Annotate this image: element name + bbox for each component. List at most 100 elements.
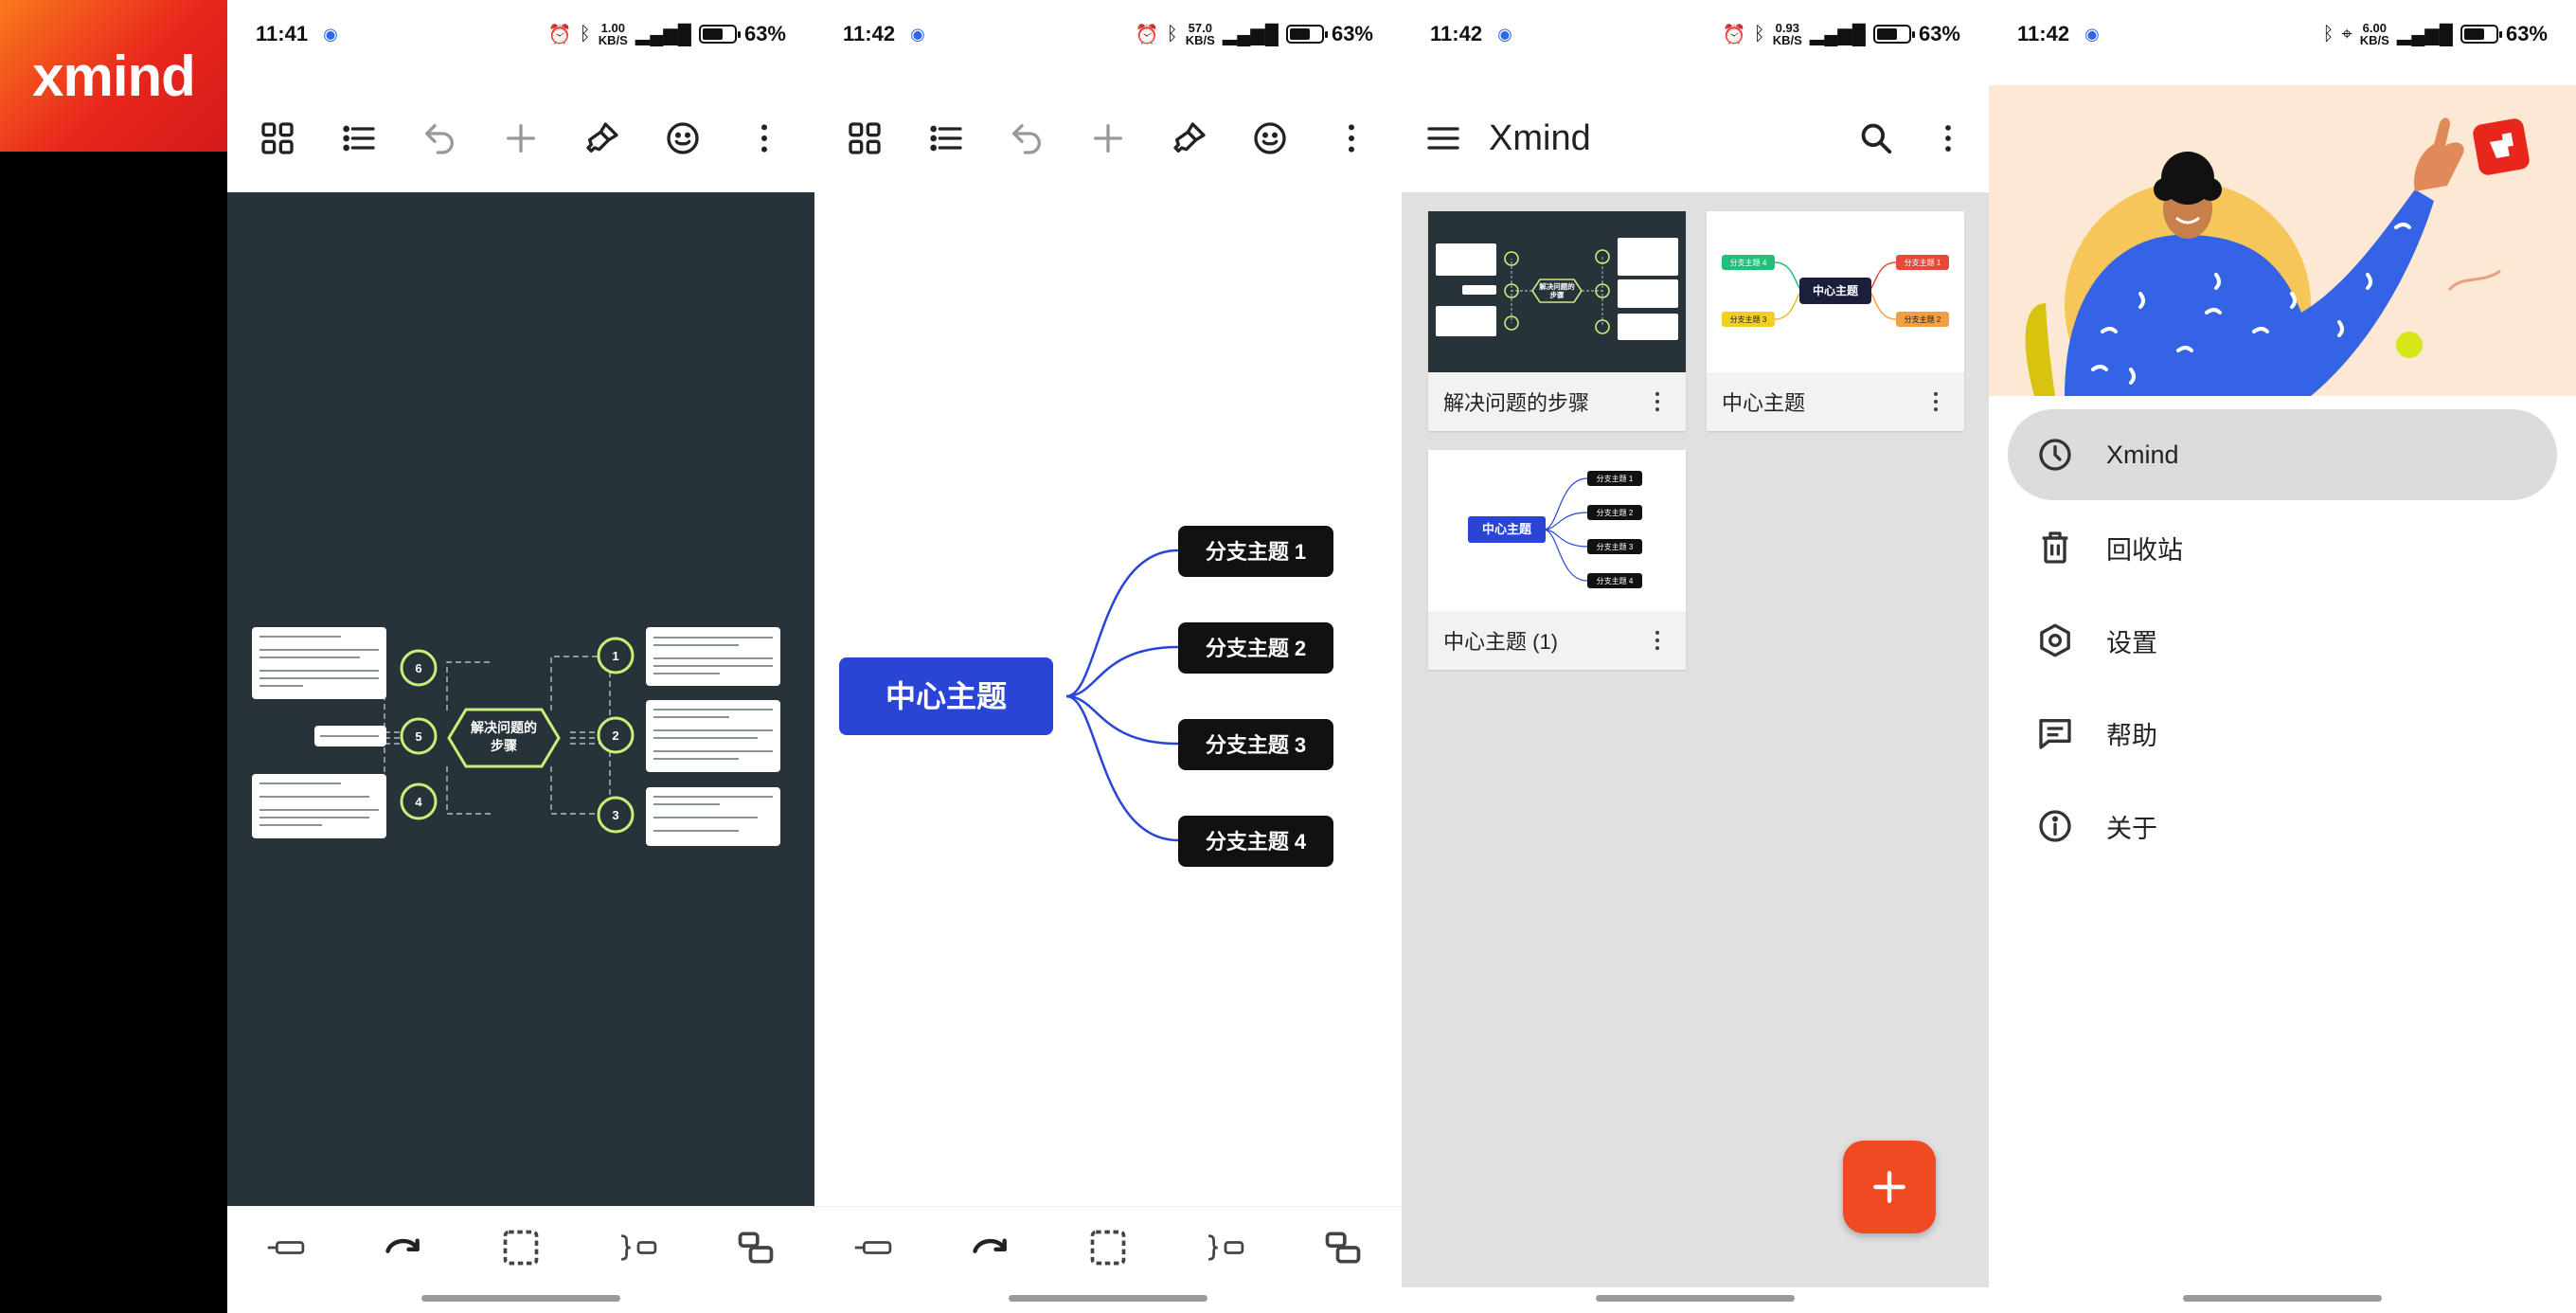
boundary-button[interactable] xyxy=(1080,1219,1136,1276)
help-icon xyxy=(2039,719,2071,749)
file-thumbnail: 解决问题的 步骤 xyxy=(1428,211,1686,372)
file-more-icon[interactable] xyxy=(1923,388,1949,415)
file-card[interactable]: 中心主题 分支主题 4 分支主题 3 分支主题 1 分支主题 2 xyxy=(1707,211,1964,431)
file-thumbnail: 中心主题 分支主题 1 分支主题 2 分支主题 3 分支主题 4 xyxy=(1428,450,1686,611)
file-more-icon[interactable] xyxy=(1644,627,1671,654)
list-icon xyxy=(929,125,962,152)
battery-icon xyxy=(698,25,741,44)
svg-text:分支主题 2: 分支主题 2 xyxy=(1597,508,1634,517)
menu-item-label: 回收站 xyxy=(2106,535,2183,565)
grid-icon xyxy=(261,122,294,154)
bluetooth-icon: ᛒ xyxy=(1753,23,1765,45)
battery-fill xyxy=(1876,28,1897,40)
file-card[interactable]: 中心主题 分支主题 1 分支主题 2 分支主题 3 分支主题 4 中心主题 (1… xyxy=(1428,450,1686,670)
home-indicator[interactable] xyxy=(1596,1295,1795,1302)
more-button[interactable] xyxy=(733,107,796,170)
status-time: 11:42 xyxy=(843,22,896,45)
step-node-1 xyxy=(597,637,635,674)
file-title: 中心主题 xyxy=(1722,391,1806,415)
summary-button[interactable] xyxy=(1197,1219,1254,1276)
sticker-button[interactable] xyxy=(1239,107,1301,170)
step-node-3 xyxy=(597,796,635,834)
more-vert-icon xyxy=(1348,124,1354,153)
boundary-button[interactable] xyxy=(492,1219,549,1276)
format-button[interactable] xyxy=(571,107,634,170)
menu-item-xmind[interactable]: Xmind xyxy=(2008,409,2557,500)
outline-view-button[interactable] xyxy=(328,107,390,170)
thumb-center-text: 解决问题的 xyxy=(1539,281,1575,291)
summary-icon xyxy=(1208,1233,1244,1261)
file-more-icon[interactable] xyxy=(1644,388,1671,415)
file-grid: 解决问题的 步骤 解决问题的步骤 xyxy=(1402,192,1989,1287)
undo-button[interactable] xyxy=(995,107,1058,170)
relationship-button[interactable] xyxy=(962,1219,1019,1276)
relationship-button[interactable] xyxy=(375,1219,432,1276)
battery-icon xyxy=(1285,25,1328,44)
branch-label-2: 分支主题 2 xyxy=(1206,637,1306,660)
mindmap-canvas[interactable]: 中心主题 分支主题 1 分支主题 2 分支主题 3 分支主题 4 xyxy=(814,192,1402,1206)
search-icon[interactable] xyxy=(1858,120,1894,156)
home-indicator[interactable] xyxy=(1009,1295,1208,1302)
more-button[interactable] xyxy=(1320,107,1383,170)
battery-icon xyxy=(2460,25,2502,44)
center-topic xyxy=(839,657,1053,735)
svg-text:分支主题 3: 分支主题 3 xyxy=(1730,315,1767,324)
menu-item-about[interactable]: 关于 xyxy=(2008,781,2557,872)
editor-toolbar xyxy=(814,91,1402,186)
clock-icon xyxy=(2039,439,2071,471)
more-vert-icon[interactable] xyxy=(1930,120,1966,156)
bluetooth-icon: ᛒ xyxy=(579,23,591,45)
battery-percent: 63% xyxy=(1918,22,1960,45)
brush-icon xyxy=(585,122,618,153)
app-notification-icon: ◉ xyxy=(323,24,338,44)
menu-item-help[interactable]: 帮助 xyxy=(2008,688,2557,779)
sticker-button[interactable] xyxy=(652,107,714,170)
undo-button[interactable] xyxy=(408,107,471,170)
bluetooth-icon: ᛒ xyxy=(1166,23,1178,45)
brand-column: xmind xyxy=(0,0,227,1313)
menu-icon[interactable] xyxy=(1424,119,1462,157)
alarm-icon: ⏰ xyxy=(1135,24,1159,45)
svg-text:步骤: 步骤 xyxy=(1550,290,1565,299)
grid-view-button[interactable] xyxy=(833,107,896,170)
menu-item-trash[interactable]: 回收站 xyxy=(2008,502,2557,593)
branch-label-4: 分支主题 4 xyxy=(1206,830,1307,854)
insert-topic-button[interactable] xyxy=(845,1219,902,1276)
battery-fill xyxy=(2463,28,2484,40)
add-topic-button[interactable] xyxy=(490,107,552,170)
edit-bottom-bar xyxy=(814,1206,1402,1287)
center-topic-label: 中心主题 xyxy=(886,679,1007,713)
svg-text:4: 4 xyxy=(415,795,422,809)
app-notification-icon: ◉ xyxy=(910,24,925,44)
subtopic-button[interactable] xyxy=(1315,1219,1371,1276)
branch-label-3: 分支主题 3 xyxy=(1206,733,1306,757)
new-file-button[interactable] xyxy=(1843,1141,1936,1233)
format-button[interactable] xyxy=(1158,107,1221,170)
file-card[interactable]: 解决问题的 步骤 解决问题的步骤 xyxy=(1428,211,1686,431)
home-indicator[interactable] xyxy=(2183,1295,2382,1302)
home-indicator[interactable] xyxy=(421,1295,620,1302)
add-topic-button[interactable] xyxy=(1077,107,1139,170)
drawer-menu: Xmind 回收站 设置 帮助 关于 xyxy=(2008,409,2557,873)
status-time: 11:41 xyxy=(256,22,309,45)
menu-item-settings[interactable]: 设置 xyxy=(2008,595,2557,686)
subtopic-button[interactable] xyxy=(727,1219,784,1276)
smiley-icon xyxy=(1254,122,1286,154)
outline-view-button[interactable] xyxy=(915,107,977,170)
file-thumbnail: 中心主题 分支主题 4 分支主题 3 分支主题 1 分支主题 2 xyxy=(1707,211,1964,372)
plus-icon xyxy=(1873,1171,1905,1203)
menu-item-label: 帮助 xyxy=(2106,721,2157,750)
insert-topic-button[interactable] xyxy=(258,1219,314,1276)
branch-label-1: 分支主题 1 xyxy=(1206,540,1306,564)
summary-button[interactable] xyxy=(610,1219,667,1276)
grid-view-button[interactable] xyxy=(246,107,309,170)
central-topic-mindmap: 中心主题 分支主题 1 分支主题 2 分支主题 3 分支主题 4 xyxy=(839,526,1333,867)
